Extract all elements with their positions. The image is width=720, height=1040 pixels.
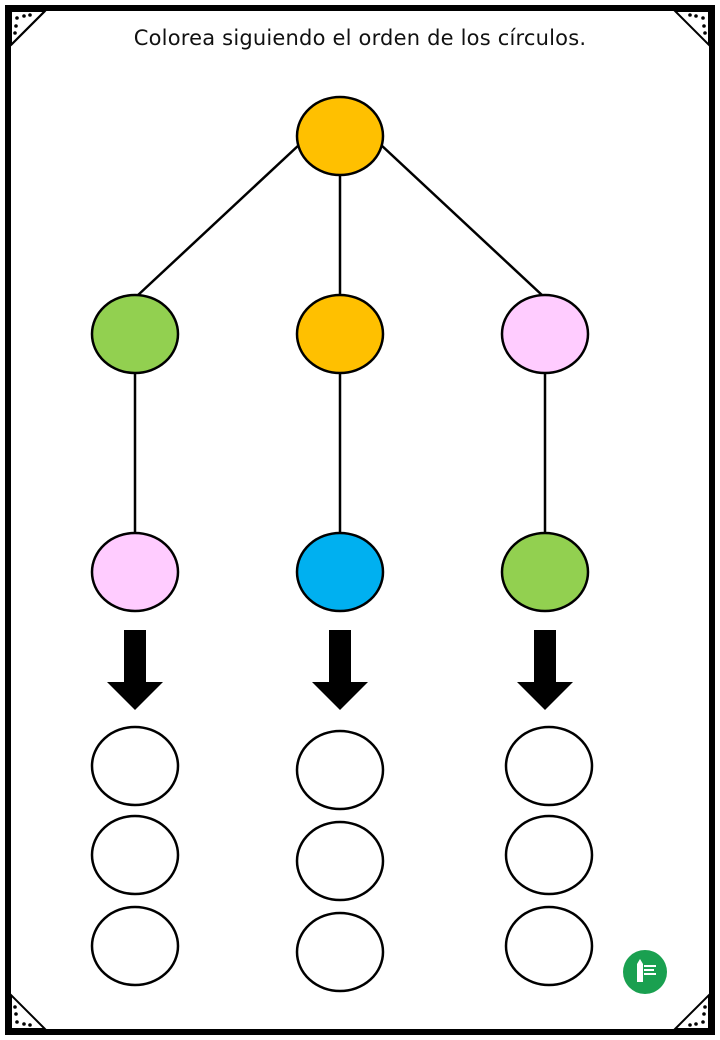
answer-circle-1-1[interactable]: [90, 725, 180, 807]
corner-bottom-right-icon: [672, 992, 710, 1030]
answer-slots: [90, 725, 594, 993]
tree-nodes: [90, 95, 590, 613]
middle-circle-2: [295, 293, 385, 375]
pencil-logo-icon: [623, 950, 667, 994]
corner-top-right-icon: [672, 10, 710, 48]
branch-arrows: [107, 630, 573, 710]
answer-circle-3-2[interactable]: [504, 814, 594, 896]
bottom-circle-1: [90, 531, 180, 613]
bottom-circle-2: [295, 531, 385, 613]
down-arrow-icon: [312, 630, 368, 710]
down-arrow-icon: [107, 630, 163, 710]
down-arrow-icon: [517, 630, 573, 710]
answer-circle-2-3[interactable]: [295, 911, 385, 993]
answer-circle-1-3[interactable]: [90, 905, 180, 987]
answer-circle-3-1[interactable]: [504, 725, 594, 807]
tree-connectors: [133, 143, 547, 533]
answer-circle-1-2[interactable]: [90, 814, 180, 896]
middle-circle-3: [500, 293, 590, 375]
corner-top-left-icon: [10, 10, 48, 48]
answer-circle-2-2[interactable]: [295, 820, 385, 902]
instruction-title: Colorea siguiendo el orden de los círcul…: [133, 26, 587, 50]
answer-circle-3-3[interactable]: [504, 905, 594, 987]
answer-circle-2-1[interactable]: [295, 729, 385, 811]
bottom-circle-3: [500, 531, 590, 613]
connector-root-1: [136, 143, 301, 297]
connector-root-3: [379, 143, 544, 297]
root-circle: [295, 95, 385, 177]
page-border: [5, 5, 715, 1035]
corner-bottom-left-icon: [10, 992, 48, 1030]
middle-circle-1: [90, 293, 180, 375]
